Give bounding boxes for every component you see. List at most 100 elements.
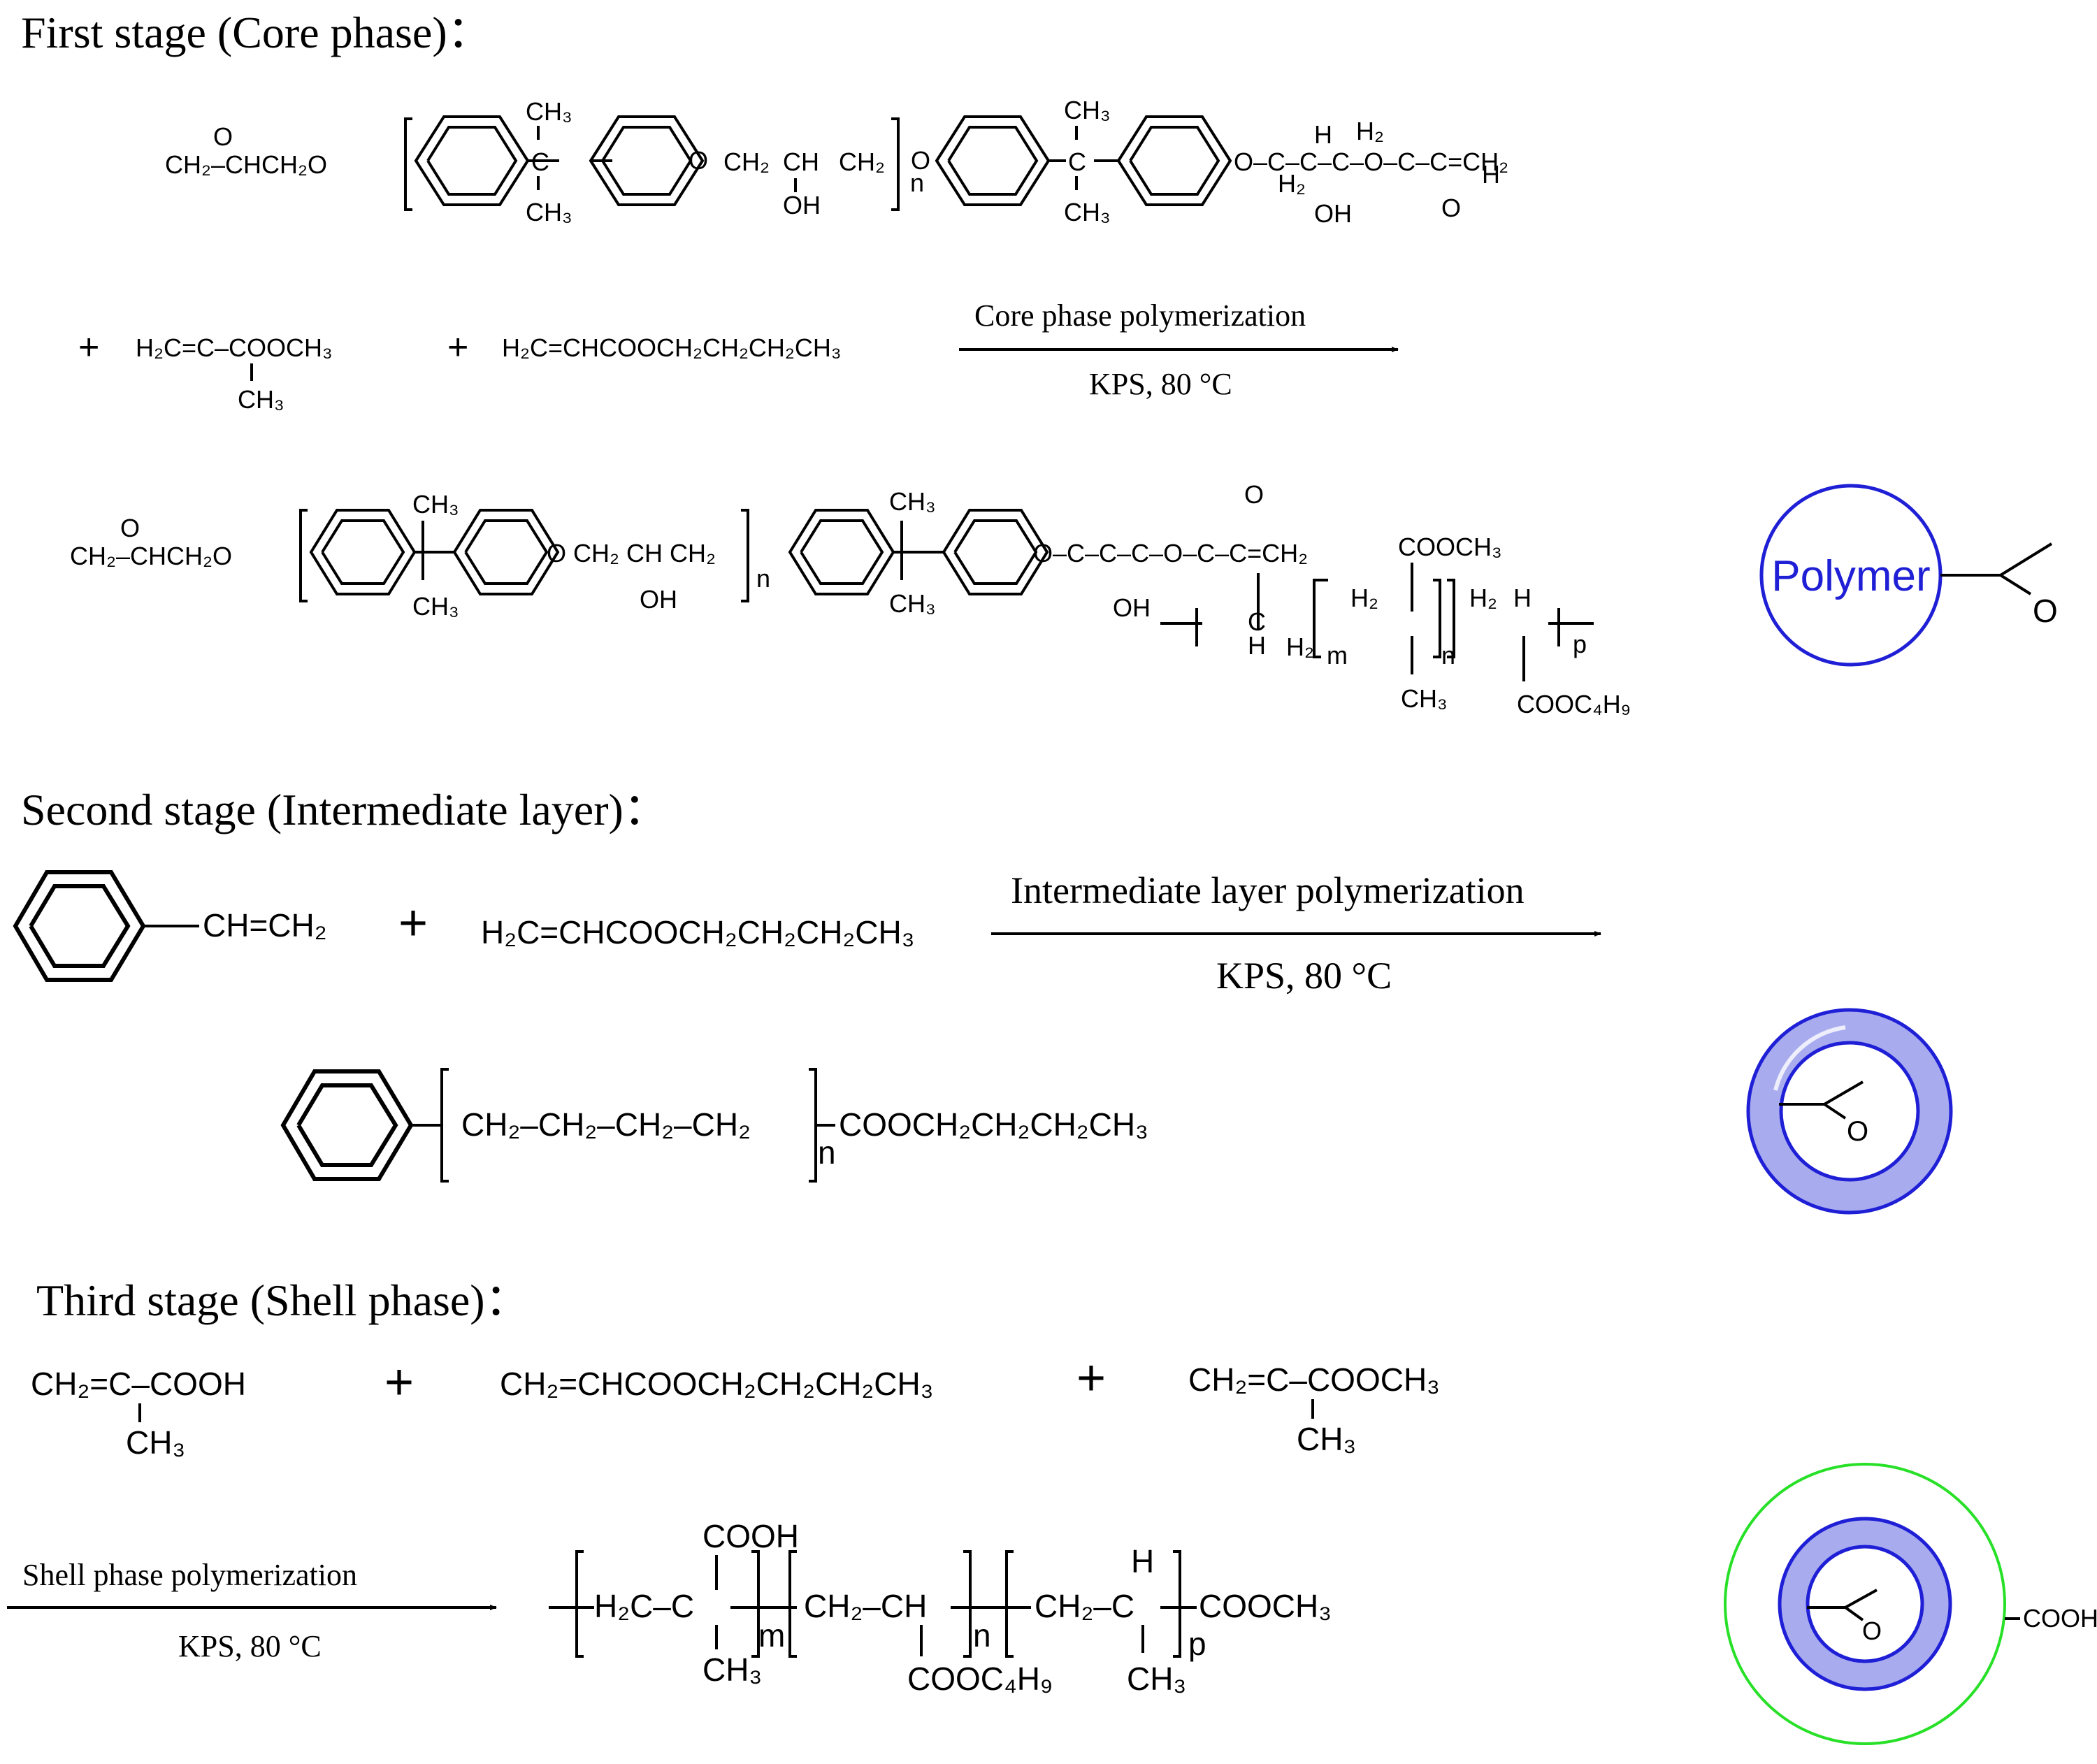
product-methyl-2: CH₃: [412, 592, 459, 621]
quaternary-carbon-1: C: [531, 147, 549, 176]
arrow-condition-intermediate: KPS, 80 °C: [1216, 955, 1392, 997]
epoxy-acrylate-monomer: CH₂–CHCH₂O O C CH₃ CH₃ O CH₂ CH CH₂ OH n…: [165, 96, 1508, 228]
methacrylic-acid-monomer: CH₂=C–COOH CH₃: [31, 1366, 246, 1461]
ether-oxygen-2: O: [911, 146, 930, 175]
backbone-h2-3: H₂: [1469, 584, 1497, 612]
shell-unit-3: CH₂–C: [1035, 1588, 1134, 1624]
plus-1: +: [78, 327, 99, 368]
methyl-bottom-2: CH₃: [1064, 198, 1111, 226]
shell-h: H: [1131, 1543, 1154, 1579]
arrow-intermediate-polymerization: Intermediate layer polymerization KPS, 8…: [991, 869, 1601, 997]
product-carbonyl-o: O: [1244, 480, 1264, 509]
benzene-ring-2: [589, 115, 705, 206]
repeat-n-2: n: [1441, 641, 1455, 670]
plus-4: +: [384, 1354, 414, 1410]
product-hydroxyl-2: OH: [1113, 593, 1151, 622]
shell-coobu: COOC₄H₉: [907, 1661, 1053, 1697]
polymer-label: Polymer: [1771, 552, 1930, 600]
epoxy-o-particle-3: O: [1862, 1617, 1882, 1645]
arrow-shell-polymerization: Shell phase polymerization KPS, 80 °C: [7, 1558, 497, 1663]
hydroxyl-2: OH: [1314, 199, 1352, 228]
plus-5: +: [1076, 1350, 1106, 1406]
hydroxyl-1: OH: [783, 191, 821, 219]
product-ester-link: O–C–C–C–O–C–C=CH₂: [1033, 539, 1308, 567]
mma-formula-2: CH₂=C–COOCH₃: [1188, 1361, 1440, 1398]
mma-formula: H₂C=C–COOCH₃: [136, 333, 333, 362]
product-benzene-1: [309, 509, 417, 595]
product-methyl-1: CH₃: [412, 490, 459, 519]
styrene-monomer: CH=CH₂: [13, 870, 327, 982]
product-benzene-2: [452, 509, 560, 595]
product-epoxide-o: O: [120, 514, 140, 542]
product-methyl-4: CH₃: [889, 589, 936, 618]
product-benzene-3: [788, 509, 895, 595]
arrow-condition-core: KPS, 80 °C: [1089, 367, 1232, 401]
carbonyl-oxygen: O: [1441, 194, 1461, 222]
cooh-label: COOH: [2023, 1604, 2097, 1633]
arrow-label-intermediate: Intermediate layer polymerization: [1011, 869, 1525, 911]
heading-third-stage: Third stage (Shell phase)：: [36, 1275, 530, 1325]
intermediate-end: COOCH₂CH₂CH₂CH₃: [839, 1106, 1148, 1143]
mma-monomer-1: H₂C=C–COOCH₃ CH₃: [136, 333, 333, 414]
repeat-n-1: n: [910, 168, 924, 197]
shell-polymer-product: H₂C–C COOH CH₃ m CH₂–CH COOC₄H₉ n CH₂–C …: [549, 1518, 1332, 1697]
styrene-ring: [13, 870, 146, 982]
repeat-bracket-right: [891, 117, 900, 211]
acrylate-tail: O–C–C–C–O–C–C=CH₂: [1234, 147, 1508, 176]
acrylate-h2-a: H₂: [1278, 169, 1306, 198]
backbone-ch2-b: CH₂: [839, 147, 885, 176]
product-n: n: [756, 564, 770, 593]
pendant-coobu: COOC₄H₉: [1517, 690, 1631, 718]
mma-methyl-2: CH₃: [1297, 1421, 1356, 1457]
arrow-condition-shell: KPS, 80 °C: [178, 1629, 322, 1663]
core-polymer-product: CH₂–CHCH₂O O CH₃ CH₃ O CH₂ CH CH₂ OH n C…: [70, 480, 1631, 718]
epoxy-o-particle-1: O: [2033, 593, 2058, 629]
arrow-label-core: Core phase polymerization: [974, 298, 1306, 333]
product-methyl-3: CH₃: [889, 487, 936, 516]
plus-3: +: [398, 895, 428, 951]
methyl-bottom-1: CH₃: [526, 198, 572, 226]
pendant-coome: COOCH₃: [1398, 533, 1502, 561]
benzene-ring-4: [1116, 115, 1232, 206]
vinyl-h: H: [1482, 160, 1500, 189]
plus-2: +: [447, 327, 468, 368]
repeat-n-4: n: [973, 1617, 991, 1654]
heading-second-stage: Second stage (Intermediate layer)：: [21, 785, 668, 834]
repeat-p-2: p: [1188, 1626, 1206, 1662]
repeat-m-2: m: [758, 1617, 785, 1654]
maa-methyl: CH₃: [126, 1424, 185, 1461]
butyl-acrylate-1: H₂C=CHCOOCH₂CH₂CH₂CH₃: [502, 333, 842, 362]
product-phenyl: [280, 1069, 414, 1181]
ether-oxygen-1: O: [689, 146, 708, 175]
intermediate-product: CH₂–CH₂–CH₂–CH₂ n COOCH₂CH₂CH₂CH₃: [280, 1068, 1148, 1183]
mma-methyl: CH₃: [238, 385, 284, 414]
backbone-ch: CH: [783, 147, 819, 176]
pendant-methyl: CH₃: [1401, 684, 1448, 713]
shell-unit-1: H₂C–C: [594, 1588, 694, 1624]
butyl-acrylate-2: H₂C=CHCOOCH₂CH₂CH₂CH₃: [481, 914, 914, 950]
benzene-ring-1: [414, 115, 530, 206]
mma-monomer-2: CH₂=C–COOCH₃ CH₃: [1188, 1361, 1440, 1457]
backbone-h-2: H: [1513, 584, 1532, 612]
heading-first-stage: First stage (Core phase)：: [21, 8, 492, 57]
epoxide-oxygen: O: [213, 122, 233, 151]
intermediate-backbone: CH₂–CH₂–CH₂–CH₂: [461, 1106, 751, 1143]
product-segment: O CH₂ CH CH₂: [547, 539, 716, 567]
repeat-m-1: m: [1327, 641, 1348, 670]
shell-cooh: COOH: [702, 1518, 799, 1554]
repeat-bracket-left: [404, 117, 412, 211]
epoxy-end-left: CH₂–CHCH₂O: [165, 150, 327, 179]
final-core-shell-particle: O COOH: [1724, 1463, 2097, 1745]
arrow-label-shell: Shell phase polymerization: [22, 1558, 357, 1592]
repeat-n-3: n: [818, 1134, 836, 1171]
backbone-ch2-a: CH₂: [723, 147, 770, 176]
backbone-h2-2: H₂: [1350, 584, 1378, 612]
core-particle: Polymer O: [1759, 484, 2058, 667]
core-shell-particle: O: [1746, 1008, 1953, 1215]
acrylate-h2-b: H₂: [1356, 117, 1384, 145]
backbone-h-1: H: [1248, 631, 1266, 660]
backbone-h2-1: H₂: [1286, 632, 1314, 661]
arrow-core-polymerization: Core phase polymerization KPS, 80 °C: [959, 298, 1399, 401]
methyl-top-1: CH₃: [526, 97, 572, 126]
